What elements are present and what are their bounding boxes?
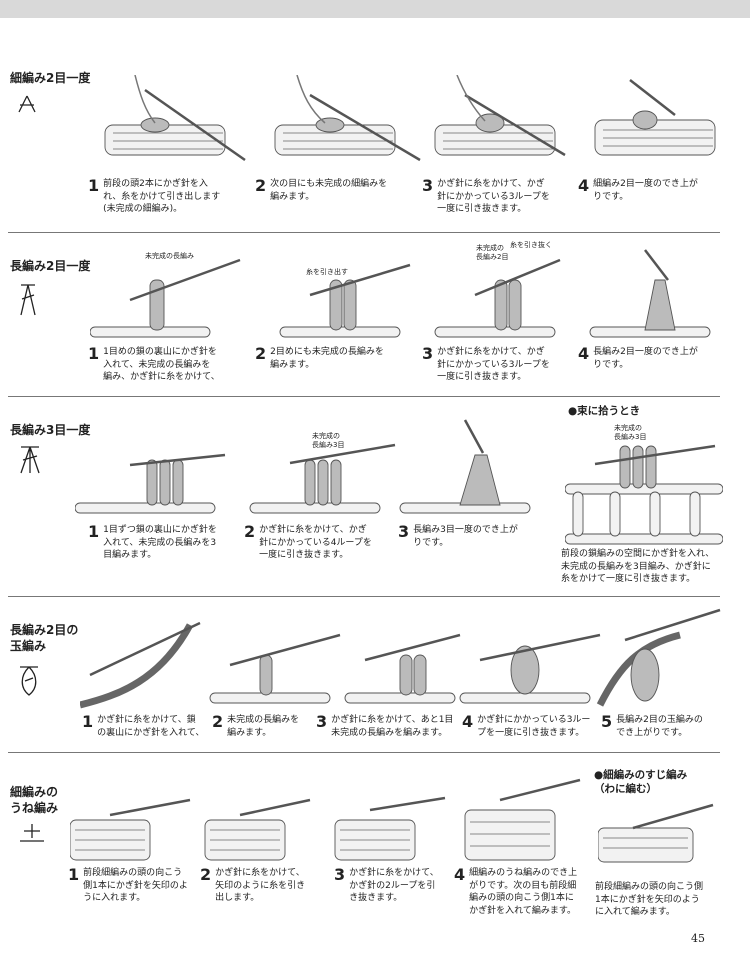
cluster-in-space-illustration (565, 424, 723, 546)
step-2: 2 2目めにも未完成の長編みを 編みます。 (255, 346, 384, 371)
step-1: 1 前段細編みの頭の向こう 側1本にかぎ針を矢印のよ うに入れます。 (68, 867, 188, 905)
step-5: 5 長編み2目の玉編みの でき上がりです。 (601, 714, 703, 739)
side-note-text: 前段細編みの頭の向こう側 1本にかぎ針を矢印のよう に入れて編みます。 (595, 881, 703, 919)
section-title: 長編み2目の 玉編み (10, 622, 78, 654)
puff-stitch-symbol-icon (16, 664, 42, 698)
step-1: 1 1目ずつ鎖の裏山にかぎ針を 入れて、未完成の長編みを3 目編みます。 (88, 524, 217, 562)
step-2: 2 かぎ針に糸をかけて、かぎ 針にかかっている4ループを 一度に引き抜きます。 (244, 524, 372, 562)
step-4: 4 細編みのうね編みのでき上 がりです。次の目も前段細 編みの頭の向こう側1本に… (454, 867, 577, 917)
step-2: 2 未完成の長編みを 編みます。 (212, 714, 299, 739)
section-divider (8, 596, 720, 597)
side-note-title: ●束に拾うとき (568, 404, 640, 418)
back-loop-sc-symbol-icon (18, 822, 46, 844)
sc2tog-illustrations (85, 75, 745, 175)
side-note-text: 前段の鎖編みの空間にかぎ針を入れ、 未完成の長編みを3目編み、かぎ針に 糸をかけ… (561, 548, 714, 586)
step-3: 3 長編み3目一度のでき上が りです。 (398, 524, 518, 549)
step-3: 3 かぎ針に糸をかけて、かぎ 針にかかっている3ループを 一度に引き抜きます。 (422, 346, 550, 384)
side-note-title: ●細編みのすじ編み （わに編む） (594, 768, 687, 796)
step-1: 1 1目めの鎖の裏山にかぎ針を 入れて、未完成の長編みを 編み、かぎ針に糸をかけ… (88, 346, 220, 384)
step-2: 2 かぎ針に糸をかけて、 矢印のように糸を引き 出します。 (200, 867, 305, 905)
section-title: 細編みの うね編み (10, 784, 58, 816)
step-4: 4 かぎ針にかかっている3ルー プを一度に引き抜きます。 (462, 714, 590, 739)
sc2tog-symbol-icon (16, 94, 38, 116)
stitch-row-illustration (105, 118, 225, 155)
step-1: 1 かぎ針に糸をかけて、鎖 の裏山にかぎ針を入れて、 (82, 714, 204, 739)
dc2tog-illustrations (90, 245, 720, 345)
step-4: 4 長編み2目一度のでき上が りです。 (578, 346, 698, 371)
step-3: 3 かぎ針に糸をかけて、あと1目 未完成の長編みを編みます。 (316, 714, 453, 739)
top-bar (0, 0, 750, 18)
step-1: 1 前段の頭2本にかぎ針を入 れ、糸をかけて引き出します (未完成の細編み)。 (88, 178, 220, 216)
step-2: 2 次の目にも未完成の細編みを 編みます。 (255, 178, 387, 203)
page-number: 45 (691, 932, 705, 945)
section-divider (8, 752, 720, 753)
step-3: 3 かぎ針に糸をかけて、かぎ 針にかかっている3ループを 一度に引き抜きます。 (422, 178, 550, 216)
section-title: 細編み2目一度 (10, 70, 90, 86)
step-4: 4 細編み2目一度のでき上が りです。 (578, 178, 698, 203)
dc3tog-illustrations (75, 415, 555, 520)
dc3tog-symbol-icon (18, 444, 42, 476)
puff-stitch-illustrations (80, 605, 725, 710)
section-title: 長編み2目一度 (10, 258, 90, 274)
back-loop-sc-illustrations (70, 770, 590, 865)
dc2tog-symbol-icon (18, 282, 38, 318)
section-divider (8, 232, 720, 233)
back-loop-round-illustration (598, 800, 718, 870)
step-3: 3 かぎ針に糸をかけて、 かぎ針の2ループを引 き抜きます。 (334, 867, 439, 905)
section-divider (8, 396, 720, 397)
